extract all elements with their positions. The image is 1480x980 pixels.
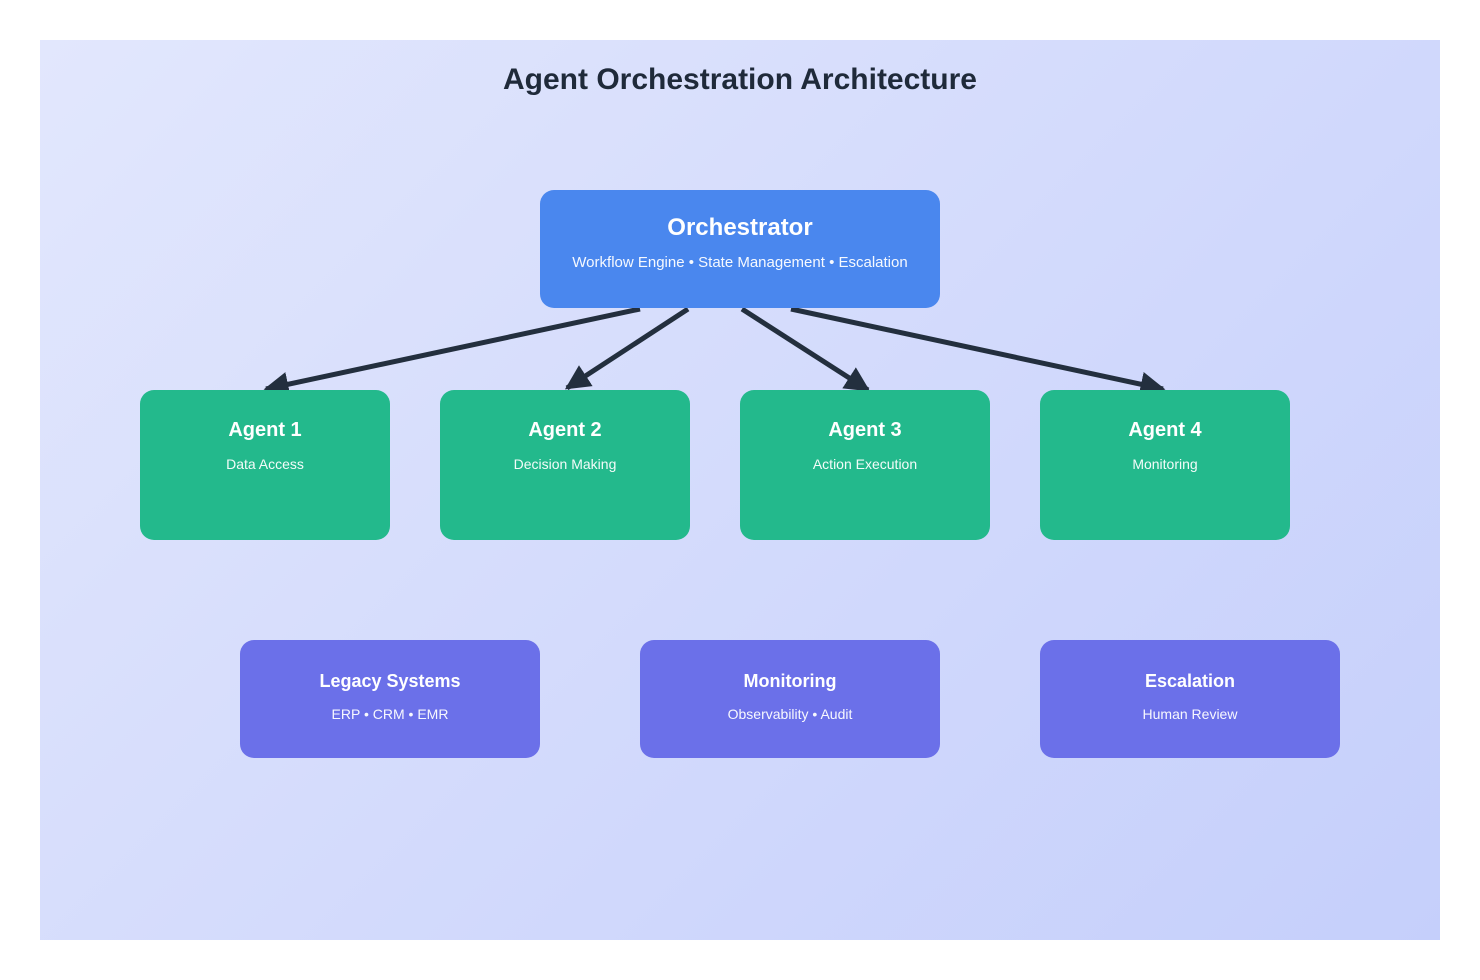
agent-2-title: Agent 2 xyxy=(528,419,602,441)
monitoring-node: Monitoring Observability • Audit xyxy=(640,640,940,758)
monitoring-subtitle: Observability • Audit xyxy=(727,706,853,722)
agent-2-subtitle: Decision Making xyxy=(513,456,617,472)
orchestrator-title: Orchestrator xyxy=(667,214,813,241)
arrow-orchestrator-to-agent-4 xyxy=(790,306,1166,397)
escalation-subtitle: Human Review xyxy=(1142,706,1238,722)
agent-4-node: Agent 4 Monitoring xyxy=(1040,390,1290,540)
orchestrator-node: Orchestrator Workflow Engine • State Man… xyxy=(540,190,940,308)
legacy-systems-node: Legacy Systems ERP • CRM • EMR xyxy=(240,640,540,758)
agent-3-node: Agent 3 Action Execution xyxy=(740,390,990,540)
agent-4-subtitle: Monitoring xyxy=(1132,456,1198,472)
agent-2-node: Agent 2 Decision Making xyxy=(440,390,690,540)
agent-1-subtitle: Data Access xyxy=(226,456,304,472)
orchestrator-subtitle: Workflow Engine • State Management • Esc… xyxy=(572,254,908,271)
escalation-title: Escalation xyxy=(1144,671,1236,691)
agent-3-title: Agent 3 xyxy=(828,419,902,441)
monitoring-title: Monitoring xyxy=(743,671,837,691)
legacy-systems-title: Legacy Systems xyxy=(319,671,461,691)
diagram-title: Agent Orchestration Architecture xyxy=(503,63,977,96)
agent-4-title: Agent 4 xyxy=(1128,419,1202,441)
agent-1-node: Agent 1 Data Access xyxy=(140,390,390,540)
arrow-orchestrator-to-agent-2 xyxy=(564,306,690,391)
legacy-systems-subtitle: ERP • CRM • EMR xyxy=(331,706,449,722)
agent-1-title: Agent 1 xyxy=(228,419,302,441)
diagram-canvas: Agent Orchestration Architecture Orchest… xyxy=(40,40,1440,940)
arrow-orchestrator-to-agent-1 xyxy=(263,306,641,397)
agent-3-subtitle: Action Execution xyxy=(812,456,918,472)
arrow-orchestrator-to-agent-3 xyxy=(740,306,871,393)
escalation-node: Escalation Human Review xyxy=(1040,640,1340,758)
